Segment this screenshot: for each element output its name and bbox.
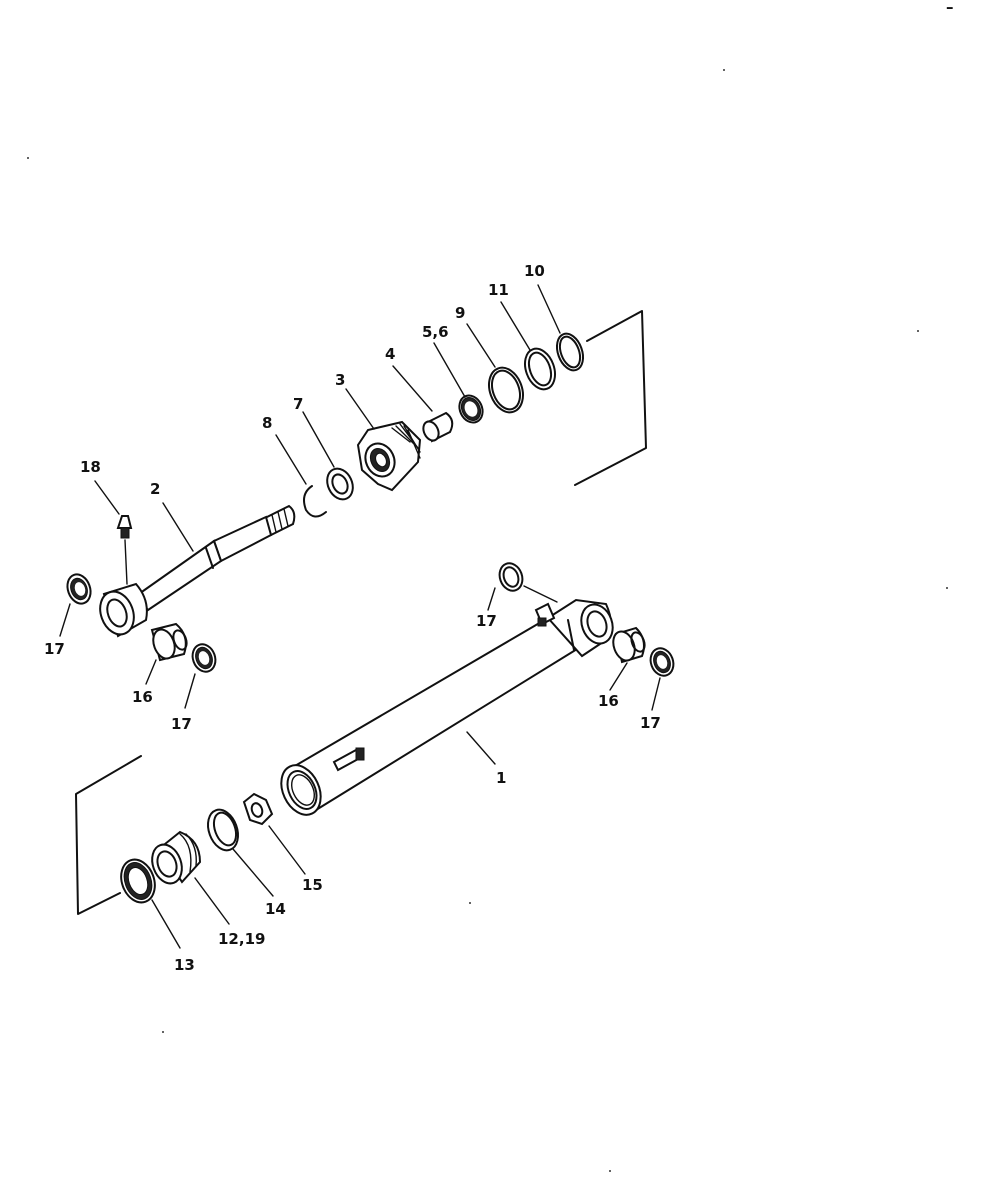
part-17-seal-barrel-upper — [498, 562, 524, 592]
callout-3: 3 — [335, 371, 345, 389]
part-3-gland — [356, 420, 422, 492]
part-12-19-piston — [151, 830, 202, 885]
callout-17-rod-end: 17 — [171, 715, 192, 733]
callout-17-left: 17 — [44, 640, 65, 658]
callout-14: 14 — [265, 900, 286, 918]
lower-group-bracket — [75, 755, 142, 915]
callout-15: 15 — [302, 876, 323, 894]
part-4-bushing — [422, 411, 454, 443]
corner-mark: – — [946, 0, 954, 16]
callout-9: 9 — [455, 304, 465, 322]
part-8-snap-ring — [303, 485, 327, 518]
upper-group-bracket — [574, 310, 647, 486]
part-17-seal-barrel-end — [649, 647, 675, 677]
callout-2: 2 — [150, 480, 160, 498]
callout-5-6: 5,6 — [422, 323, 449, 341]
callout-16-rod-end: 16 — [132, 688, 153, 706]
part-7-wiper — [326, 467, 354, 501]
callout-17-barrel-upper: 17 — [476, 612, 497, 630]
part-2-piston-rod — [99, 504, 296, 638]
part-15-nut — [242, 792, 274, 826]
part-17-seal-left — [66, 573, 92, 605]
callout-4: 4 — [385, 345, 395, 363]
part-1-cylinder-barrel — [280, 598, 614, 816]
callout-18: 18 — [80, 458, 101, 476]
part-11-backup-ring — [524, 347, 556, 391]
part-18-grease-fitting — [116, 515, 133, 585]
part-13-seal — [120, 858, 156, 904]
part-16-bushing-barrel-end — [612, 626, 646, 664]
part-16-bushing-rod-end — [150, 622, 188, 662]
callout-11: 11 — [488, 281, 509, 299]
callout-17-barrel-end: 17 — [640, 714, 661, 732]
part-14-wear-ring — [207, 808, 239, 852]
callout-8: 8 — [262, 414, 272, 432]
callout-10: 10 — [524, 262, 545, 280]
part-17-seal-rod-end — [191, 643, 217, 673]
callout-7: 7 — [293, 395, 303, 413]
part-5-6-seal — [458, 394, 484, 424]
callout-16-barrel-end: 16 — [598, 692, 619, 710]
leader-lines — [59, 284, 661, 949]
callout-labels: 10 11 9 5,6 4 3 7 8 18 2 17 16 17 17 16 … — [44, 262, 661, 974]
callout-1: 1 — [496, 769, 506, 787]
callout-12-19: 12,19 — [218, 930, 265, 948]
callout-13: 13 — [174, 956, 195, 974]
